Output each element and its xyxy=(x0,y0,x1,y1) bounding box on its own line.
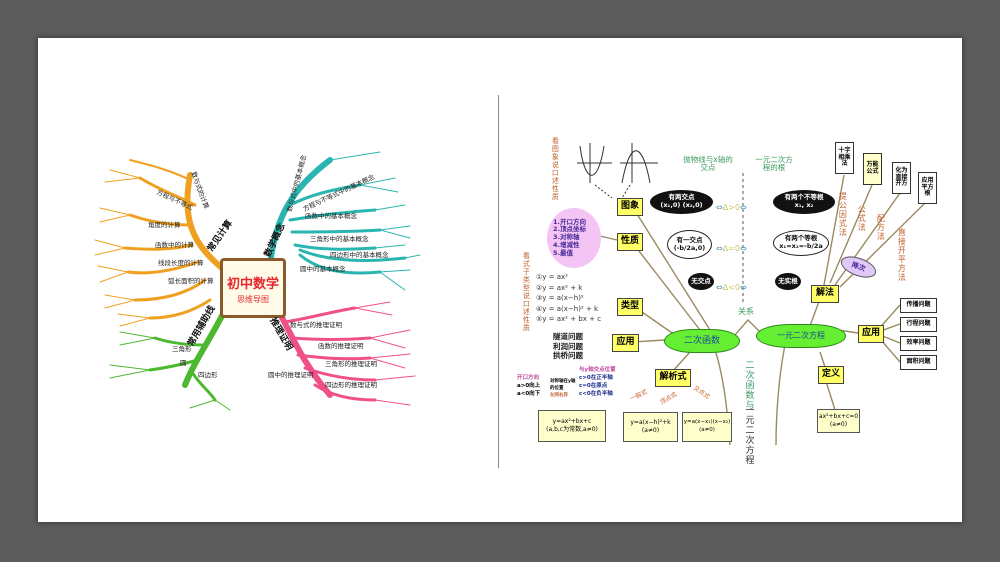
form-vertex-box: y=a(x−h)²+k(a≠0) xyxy=(623,412,678,442)
aux-sub: 四边形 xyxy=(198,371,218,379)
method-box-direct: 化为直接开方 xyxy=(892,162,911,194)
calc-sub: 角度的计算 xyxy=(148,221,181,229)
header-roots: 一元二次方程的根 xyxy=(755,155,793,172)
method-formula: 公式法 xyxy=(857,205,867,232)
node-solution: 解法 xyxy=(811,285,839,303)
proof-sub: 圆中的推理证明 xyxy=(268,371,314,379)
node-application-right: 应用 xyxy=(858,325,884,343)
slide xyxy=(38,38,962,522)
concept-sub: 圆中的基本概念 xyxy=(300,265,346,273)
case-no-real-roots: 无实根 xyxy=(775,273,801,290)
proof-sub: 四边形的推理证明 xyxy=(325,381,377,389)
node-image: 图象 xyxy=(617,198,643,216)
branch-proof-lines xyxy=(272,301,416,406)
case-0-relation: ⇔Δ>0⇔ xyxy=(716,203,747,212)
mindmap-center-node: 初中数学 思维导图 xyxy=(220,258,286,318)
image-note: 看图象说口述性质 xyxy=(551,137,560,201)
parabola-sketches xyxy=(577,143,658,199)
application-right-item: 效率问题 xyxy=(900,336,937,351)
relation-label: 关系 xyxy=(738,307,754,316)
node-expression: 解析式 xyxy=(655,369,691,387)
method-completing-square: 配方法 xyxy=(876,214,886,241)
calc-sub: 线段长度的计算 xyxy=(158,259,204,267)
definition-box: ax²+bx+c=0(a≠0) xyxy=(817,409,860,433)
case-one-intersection: 有一交点(-b/2a,0) xyxy=(667,230,712,259)
concept-sub: 函数中的基本概念 xyxy=(305,212,357,220)
node-property: 性质 xyxy=(617,233,643,251)
vertical-title-b: 一元二次方程 xyxy=(743,405,754,465)
node-definition: 定义 xyxy=(818,366,844,384)
method-box-universal: 万能公式 xyxy=(863,153,882,185)
header-intersection: 抛物线与x轴的交点 xyxy=(683,155,733,172)
application-left-list: 隧道问题利润问题拱桥问题 xyxy=(553,332,583,360)
application-right-item: 行程问题 xyxy=(900,317,937,332)
aux-sub: 圆 xyxy=(180,359,187,367)
node-type: 类型 xyxy=(617,298,643,316)
application-right-item: 面积问题 xyxy=(900,355,937,370)
application-right-item: 传播问题 xyxy=(900,298,937,313)
aux-sub: 三角形 xyxy=(172,345,192,353)
branch-concept-lines xyxy=(267,151,421,291)
form-intercept-box: y=a(x−x₁)(x−x₂)(a≠0) xyxy=(682,412,732,442)
proof-sub: 三角形的推理证明 xyxy=(325,360,377,368)
case-no-intersection: 无交点 xyxy=(688,273,714,290)
calc-sub: 弧长面积的计算 xyxy=(168,277,214,285)
concept-sub: 四边形中的基本概念 xyxy=(330,251,389,259)
branch-aux-lines xyxy=(109,307,231,411)
case-two-intersections: 有两交点(x₁,0) (x₂,0) xyxy=(650,190,713,214)
panel-divider xyxy=(498,95,499,468)
node-quadratic-equation: 一元二次方程 xyxy=(756,324,846,348)
node-quadratic-function: 二次函数 xyxy=(664,329,740,353)
formula-note: 看式子类型说口述性质 xyxy=(522,252,531,332)
case-2-relation: ⇔Δ<0⇔ xyxy=(716,283,747,292)
method-box-sqrt: 应用平方根 xyxy=(918,172,937,204)
calc-sub: 函数中的计算 xyxy=(155,241,194,249)
proof-sub: 数与式的推理证明 xyxy=(290,321,342,329)
mindmap-subtitle: 思维导图 xyxy=(237,295,269,304)
node-application-left: 应用 xyxy=(612,334,639,352)
proof-sub: 函数的推理证明 xyxy=(318,342,364,350)
axis-annotation: 对称轴在y轴的位置左同右异 xyxy=(550,379,576,398)
case-1-relation: ⇔Δ=0⇔ xyxy=(716,244,747,253)
method-box-cross: 十字相乘法 xyxy=(835,142,854,174)
method-factoring: 提公因式法 xyxy=(838,192,848,237)
concept-sub: 三角形中的基本概念 xyxy=(310,235,369,243)
mindmap-title: 初中数学 xyxy=(226,277,279,292)
method-square-root: 直接开平方法 xyxy=(897,228,907,282)
form-general-box: y=ax²+bx+c(a,b,c为常数,a≠0) xyxy=(538,410,606,442)
vertical-title-a: 二次函数与 xyxy=(743,360,754,410)
